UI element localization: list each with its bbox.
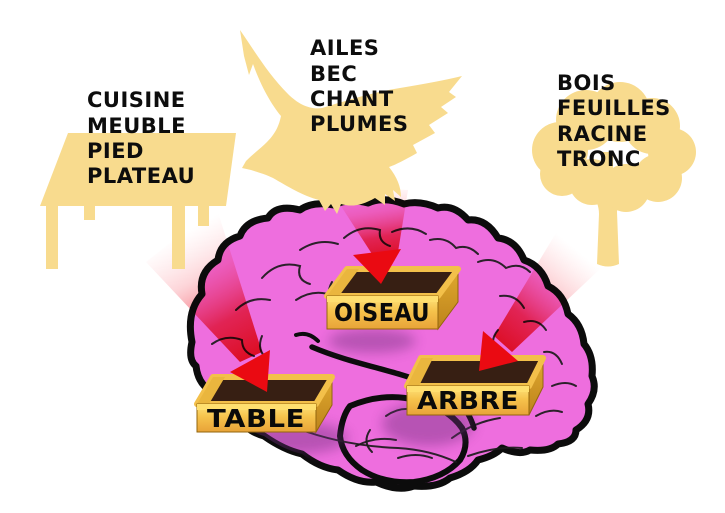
arrow-oiseau-head	[353, 249, 401, 284]
bird-word-3: CHANT	[310, 87, 394, 111]
arrow-arbre-shaft	[494, 233, 600, 352]
arbre-box-label: ARBRE	[417, 386, 519, 415]
table-leg-front-left	[46, 206, 58, 269]
tree-icon	[532, 82, 696, 267]
oiseau-box-rim	[327, 296, 438, 302]
bird-word-2: BEC	[310, 62, 357, 86]
table-box-rim	[197, 404, 316, 410]
table-box-label: TABLE	[207, 404, 305, 433]
bird-word-4: PLUMES	[310, 112, 408, 136]
oiseau-box	[324, 266, 461, 331]
table-leg-back-left	[84, 206, 95, 220]
table-icon	[40, 133, 236, 269]
oiseau-box-label: OISEAU	[334, 298, 430, 327]
table-words: CUISINE MEUBLE PIED PLATEAU	[87, 88, 195, 188]
table-box-inner-wall	[197, 377, 225, 404]
bird-words: AILES BEC CHANT PLUMES	[310, 36, 408, 136]
oiseau-box-shadow	[328, 329, 416, 353]
arbre-box-inner-wall	[407, 358, 433, 386]
table-word-3: PIED	[87, 139, 144, 163]
table-word-2: MEUBLE	[87, 114, 186, 138]
table-top	[40, 133, 236, 206]
bird-icon	[240, 30, 462, 214]
tree-word-4: TRONC	[557, 147, 641, 171]
oiseau-box-inner-wall	[327, 269, 359, 296]
arbre-box	[404, 355, 546, 416]
bird-word-1: AILES	[310, 36, 379, 60]
table-leg-front-right	[172, 206, 185, 269]
arbre-box-rim	[407, 386, 529, 392]
table-leg-back-right	[198, 206, 209, 226]
tree-word-2: FEUILLES	[557, 96, 671, 120]
tree-words: BOIS FEUILLES RACINE TRONC	[557, 71, 671, 171]
table-word-1: CUISINE	[87, 88, 186, 112]
arrow-arbre	[479, 233, 600, 371]
table-box	[194, 374, 335, 434]
tree-word-1: BOIS	[557, 71, 616, 95]
tree-word-3: RACINE	[557, 122, 648, 146]
tree-canopy	[532, 82, 696, 212]
arrow-table-head	[230, 350, 270, 392]
table-word-4: PLATEAU	[87, 164, 195, 188]
arrow-arbre-head	[479, 331, 518, 371]
